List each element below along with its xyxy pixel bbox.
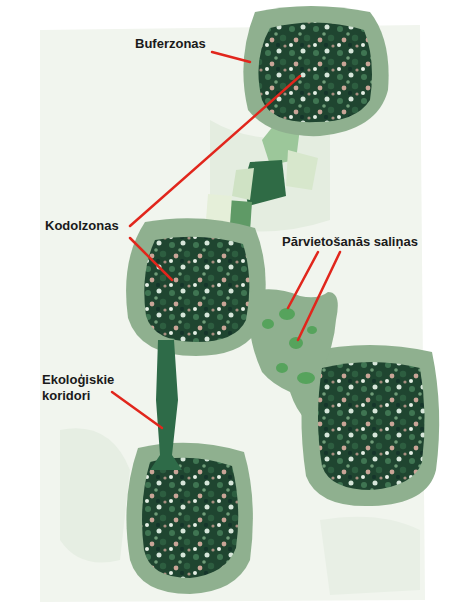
stepping-stone-label: Pārvietošanās saliņas [282, 234, 442, 250]
landscape-patch [320, 517, 420, 595]
buffer-zone [126, 6, 439, 594]
core-zone [142, 22, 425, 578]
corridor-label: Ekoloģiskie koridori [42, 372, 124, 405]
landscape-patch [60, 428, 130, 562]
ecological-corridor [150, 340, 182, 470]
core-zone-label: Kodolzonas [45, 218, 145, 234]
buffer-zone-label: Buferzonas [135, 36, 225, 52]
ecological-corridor [206, 120, 318, 238]
